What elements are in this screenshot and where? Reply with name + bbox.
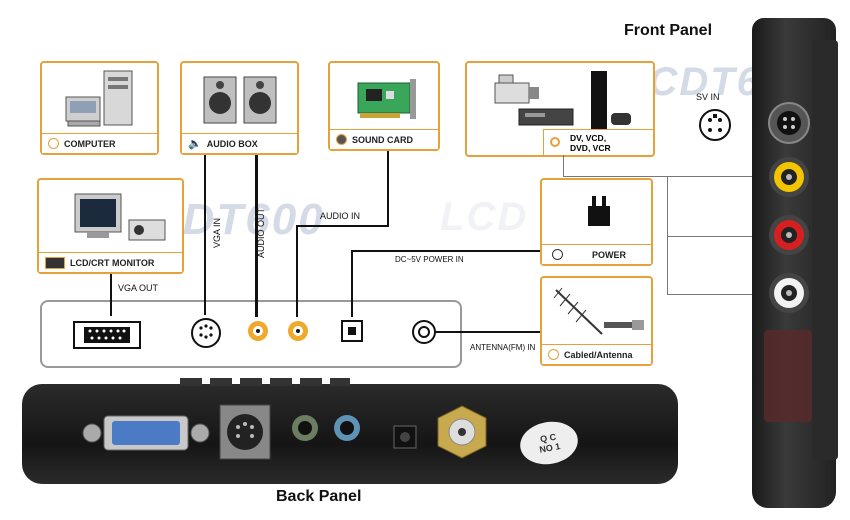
power-port-icon bbox=[552, 249, 563, 260]
front-white-rca-icon bbox=[769, 273, 809, 313]
sound-card-port-icon bbox=[336, 134, 347, 145]
dc-power-in-label: DC~5V POWER IN bbox=[395, 255, 464, 264]
vga-port-icon bbox=[45, 256, 65, 269]
sound-card-box: SOUND CARD bbox=[328, 61, 440, 151]
back-vga-port-icon bbox=[82, 415, 210, 451]
wire-vga-in bbox=[204, 155, 206, 315]
wire-audio-in-v1 bbox=[387, 151, 389, 226]
audio-out-label: AUDIO OUT bbox=[256, 207, 266, 258]
sv-in-connector-icon bbox=[699, 109, 731, 141]
audio-out-jack-icon bbox=[248, 321, 268, 341]
front-red-rca-icon bbox=[769, 215, 809, 255]
audio-box-label: 🔈AUDIO BOX bbox=[182, 133, 297, 153]
computer-icon bbox=[65, 70, 133, 127]
antenna-in-label: ANTENNA(FM) IN bbox=[470, 343, 536, 352]
power-box: POWER bbox=[540, 178, 653, 266]
wire-audio-in-h bbox=[296, 225, 389, 227]
console-icon bbox=[591, 71, 631, 129]
sv-in-label: SV IN bbox=[696, 92, 720, 102]
plug-icon bbox=[588, 196, 610, 226]
monitor-label: LCD/CRT MONITOR bbox=[39, 252, 182, 272]
vga-in-label: VGA IN bbox=[212, 217, 222, 248]
vga-out-label: VGA OUT bbox=[118, 283, 159, 293]
computer-box: COMPUTER bbox=[40, 61, 159, 155]
monitor-icon bbox=[74, 193, 166, 241]
front-svideo-port-icon bbox=[768, 102, 810, 144]
wire-antenna bbox=[435, 331, 540, 333]
camcorder-icon bbox=[494, 74, 539, 104]
connection-port-panel bbox=[40, 300, 462, 368]
dc-power-port-icon bbox=[341, 320, 363, 342]
front-panel-top-cap bbox=[812, 40, 838, 460]
watermark-faint: LCD bbox=[440, 195, 529, 239]
back-svideo-port-icon bbox=[219, 404, 271, 460]
sound-card-icon bbox=[357, 79, 416, 119]
antenna-in-port-icon bbox=[412, 320, 436, 344]
vga-port-icon bbox=[73, 321, 141, 349]
wire-front-white bbox=[667, 294, 760, 295]
dv-box: DV, VCD, DVD, VCR bbox=[465, 61, 655, 157]
wire-front-red bbox=[667, 236, 760, 237]
wire-vga-out bbox=[110, 274, 112, 316]
audio-in-label: AUDIO IN bbox=[320, 211, 361, 221]
power-label: POWER bbox=[542, 244, 651, 264]
dv-label: DV, VCD, DVD, VCR bbox=[543, 129, 653, 155]
antenna-port-icon bbox=[548, 349, 559, 360]
speaker-icon: 🔈 bbox=[188, 138, 202, 150]
antenna-box: Cabled/Antenna bbox=[540, 276, 653, 366]
back-panel-title: Back Panel bbox=[276, 488, 362, 505]
audio-box: 🔈AUDIO BOX bbox=[180, 61, 299, 155]
computer-label: COMPUTER bbox=[42, 133, 157, 153]
wire-dv-v bbox=[563, 155, 564, 177]
front-yellow-rca-icon bbox=[769, 157, 809, 197]
back-dc-jack-icon bbox=[393, 425, 417, 449]
audio-in-jack-icon bbox=[288, 321, 308, 341]
front-panel-title: Front Panel bbox=[624, 22, 713, 39]
wire-power-v bbox=[351, 250, 353, 317]
back-audio-out-jack-icon bbox=[292, 415, 318, 441]
wire-audio-out bbox=[255, 155, 258, 317]
back-antenna-connector-icon bbox=[437, 405, 487, 459]
port-icon bbox=[48, 138, 59, 149]
wire-power-h bbox=[351, 250, 540, 252]
svideo-in-port-icon bbox=[191, 318, 221, 348]
dv-port-icon bbox=[550, 137, 560, 147]
antenna-label: Cabled/Antenna bbox=[542, 344, 651, 364]
wire-audio-in-v2 bbox=[296, 225, 298, 317]
back-audio-in-jack-icon bbox=[334, 415, 360, 441]
back-panel-top-buttons bbox=[180, 378, 350, 386]
dvd-player-icon bbox=[518, 108, 574, 126]
wire-front-red-v bbox=[667, 176, 668, 294]
antenna-icon bbox=[553, 287, 644, 335]
front-ir-window bbox=[764, 330, 812, 422]
monitor-box: LCD/CRT MONITOR bbox=[37, 178, 184, 274]
sound-card-label: SOUND CARD bbox=[330, 129, 438, 149]
wire-front-yellow bbox=[563, 176, 760, 177]
speakers-icon bbox=[203, 76, 277, 124]
